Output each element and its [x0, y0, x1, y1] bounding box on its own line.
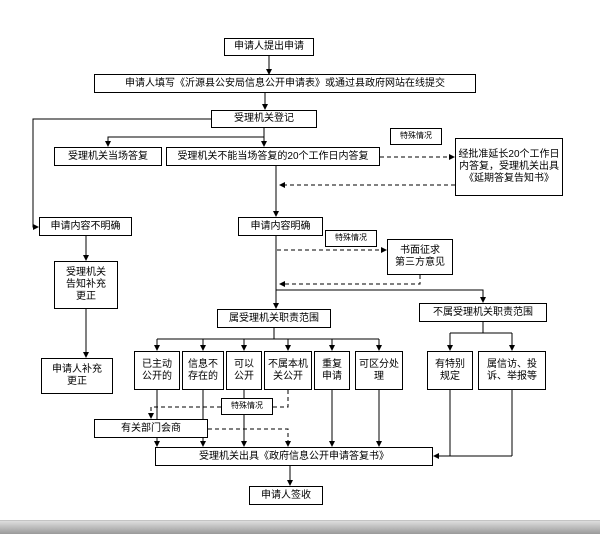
node-petition-complaint-report: 属信访、投 诉、举报等	[478, 351, 546, 390]
node-issue-reply-document: 受理机关出具《政府信息公开申请答复书》	[155, 447, 433, 466]
node-separable-handling: 可区分处 理	[355, 351, 403, 390]
node-repeated-application: 重复 申请	[314, 351, 350, 390]
node-third-party-opinion: 书面征求 第三方意见	[387, 239, 453, 275]
node-special-provisions: 有特别 规定	[427, 351, 473, 390]
node-special-case-label-3: 特殊情况	[221, 398, 273, 415]
node-already-disclosed: 已主动 公开的	[134, 351, 180, 390]
node-info-not-exist: 信息不 存在的	[182, 351, 224, 390]
node-not-this-authority: 不属本机 关公开	[264, 351, 312, 390]
node-applicant-supplement-correction: 申请人补充 更正	[41, 358, 113, 394]
node-within-authority-scope: 属受理机关职责范围	[217, 309, 331, 328]
node-notify-supplement-correction: 受理机关 告知补充 更正	[54, 261, 118, 309]
node-content-clear: 申请内容明确	[238, 217, 323, 236]
node-applicant-sign-receipt: 申请人签收	[249, 486, 323, 505]
node-reply-within-20-days: 受理机关不能当场答复的20个工作日内答复	[166, 147, 380, 166]
node-special-case-label-2: 特殊情况	[325, 230, 377, 247]
node-onsite-reply: 受理机关当场答复	[54, 147, 162, 166]
node-outside-authority-scope: 不属受理机关职责范围	[419, 303, 547, 322]
node-content-unclear: 申请内容不明确	[39, 217, 132, 236]
node-fill-application-form: 申请人填写《沂源县公安局信息公开申请表》或通过县政府网站在线提交	[94, 74, 476, 93]
node-extension-notice: 经批准延长20个工作日 内答复，受理机关出具 《延期答复告知书》	[455, 138, 563, 196]
window-bottom-edge	[0, 520, 600, 534]
node-special-case-label-1: 特殊情况	[390, 128, 442, 145]
node-can-disclose: 可以 公开	[226, 351, 262, 390]
node-applicant-submits-application: 申请人提出申请	[224, 38, 314, 56]
node-department-consultation: 有关部门会商	[94, 419, 208, 438]
node-authority-registration: 受理机关登记	[211, 110, 317, 128]
